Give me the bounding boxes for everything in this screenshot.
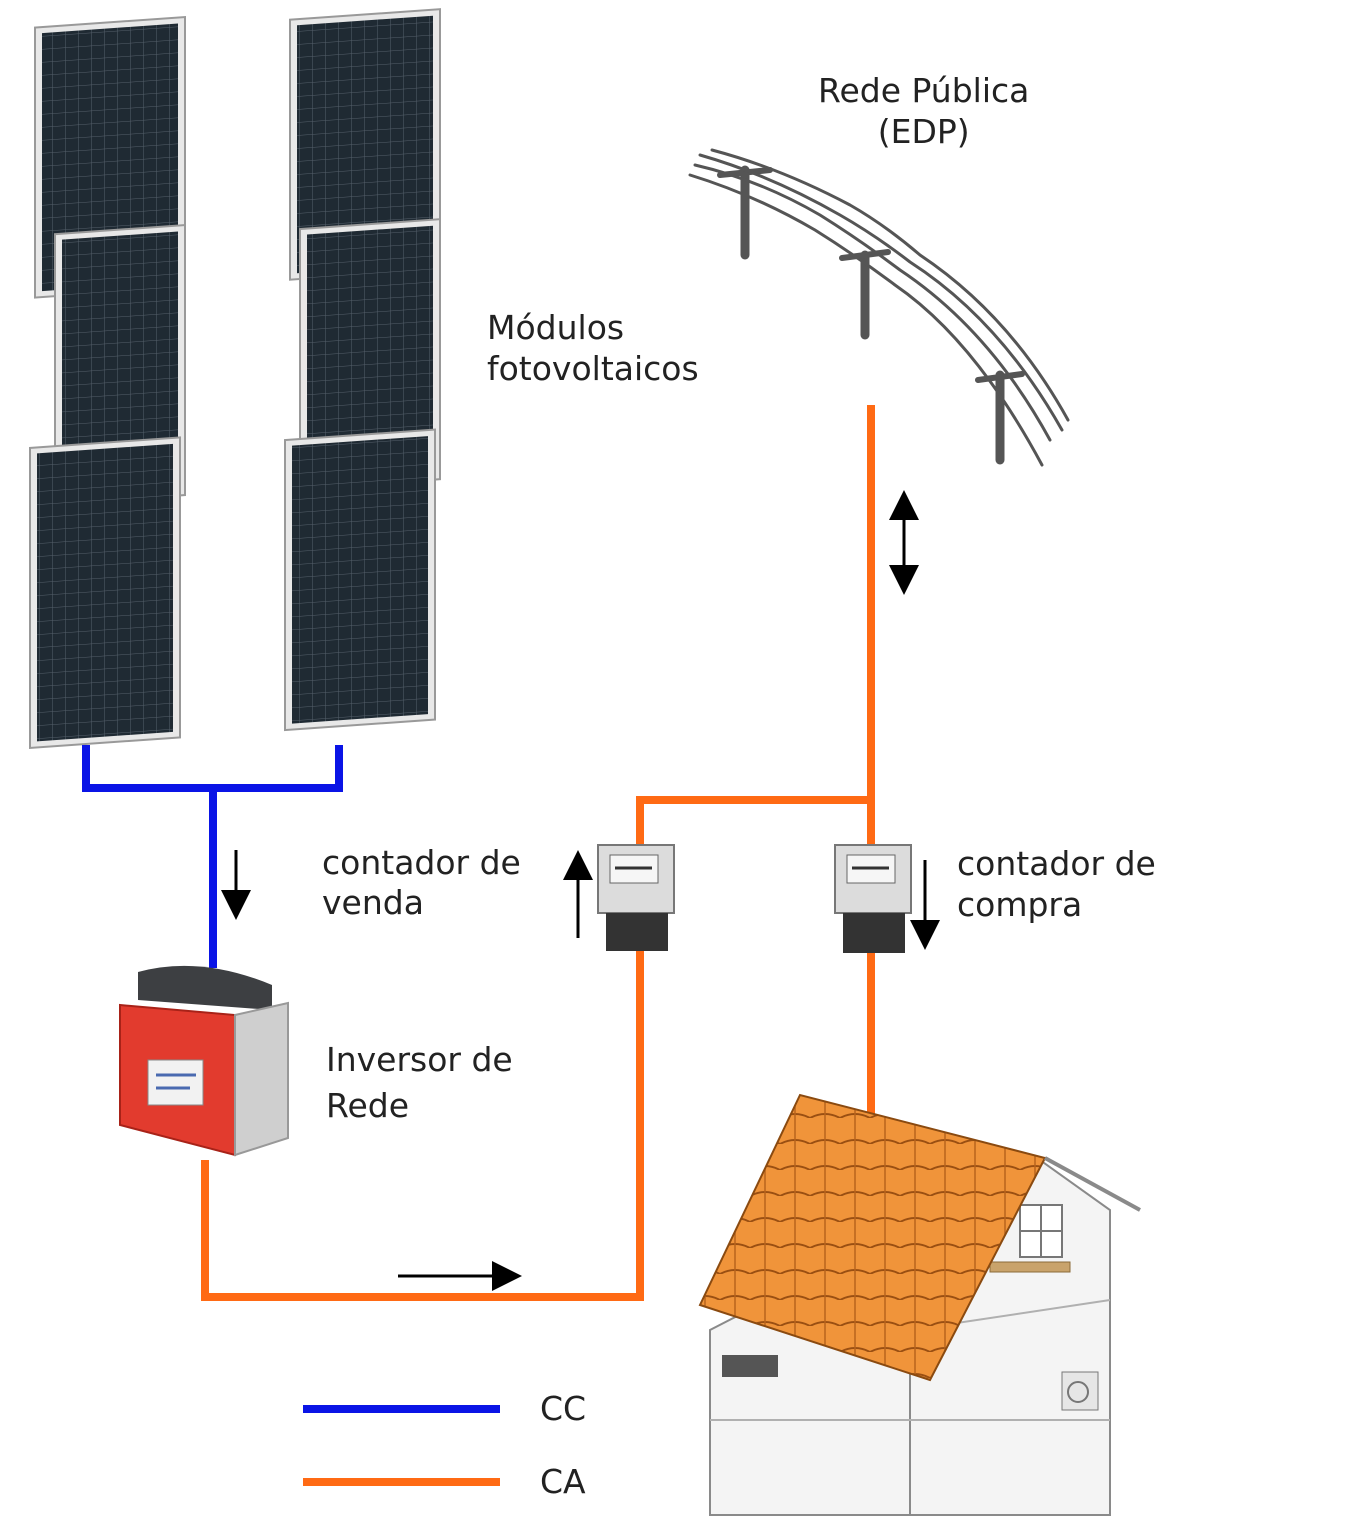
sell-meter-label-line2: venda — [322, 882, 424, 922]
sell-meter — [597, 844, 675, 951]
house — [698, 1093, 1141, 1516]
dc-wiring — [82, 745, 343, 968]
solar-panels-right — [284, 8, 441, 732]
utility-poles — [688, 148, 1070, 467]
grid-label-line1: Rede Pública — [818, 71, 1030, 110]
sell-meter-label: contador de venda — [322, 843, 521, 922]
inverter-label-line1: Inversor de — [326, 1040, 513, 1079]
inverter-device — [119, 965, 289, 1157]
flow-arrows — [221, 490, 940, 1291]
grid-label-line2: (EDP) — [877, 112, 970, 152]
solar-panels-left — [29, 15, 186, 749]
buy-meter-label-line1: contador de — [957, 844, 1156, 883]
legend-ac-label: CA — [540, 1462, 586, 1501]
buy-meter — [834, 844, 912, 953]
grid-label: Rede Pública (EDP) — [818, 70, 1029, 153]
legend-dc-label: CC — [540, 1389, 587, 1428]
sell-meter-label-line1: contador de — [322, 843, 521, 882]
modules-label-line1: Módulos — [487, 308, 625, 347]
inverter-label-line2: Rede — [326, 1086, 409, 1126]
ac-wiring — [201, 405, 875, 1301]
legend — [303, 1405, 500, 1486]
modules-label-line2: fotovoltaicos — [487, 349, 699, 389]
modules-label: Módulos fotovoltaicos — [487, 307, 699, 390]
buy-meter-label: contador de compra — [957, 843, 1156, 926]
inverter-label: Inversor de Rede — [326, 1037, 513, 1129]
buy-meter-label-line2: compra — [957, 885, 1083, 925]
